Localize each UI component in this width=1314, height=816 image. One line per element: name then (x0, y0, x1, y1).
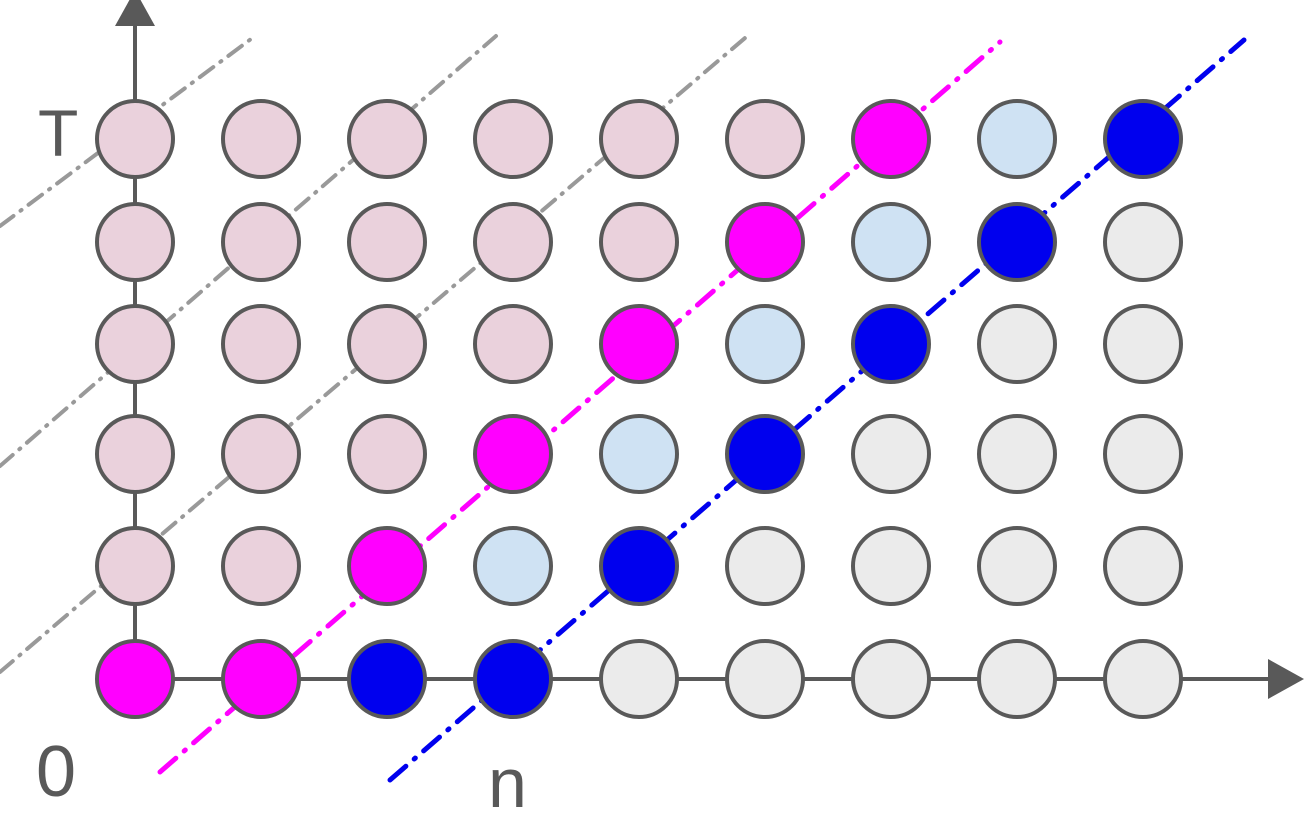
lattice-node-gray (599, 639, 679, 719)
lattice-node-magenta (473, 414, 553, 494)
lattice-node-lightblue (599, 414, 679, 494)
lattice-node-gray (977, 304, 1057, 384)
lattice-node-pink (599, 202, 679, 282)
lattice-node-blue (1103, 99, 1183, 179)
lattice-node-lightblue (473, 526, 553, 606)
lattice-node-gray (977, 414, 1057, 494)
lattice-node-blue (977, 202, 1057, 282)
lattice-node-pink (95, 526, 175, 606)
lattice-node-blue (599, 526, 679, 606)
lattice-node-pink (95, 304, 175, 384)
lattice-node-blue (851, 304, 931, 384)
lattice-node-magenta (347, 526, 427, 606)
lattice-node-pink (95, 202, 175, 282)
lattice-node-pink (221, 414, 301, 494)
lattice-node-pink (221, 202, 301, 282)
lattice-node-gray (1103, 202, 1183, 282)
lattice-node-magenta (851, 99, 931, 179)
lattice-node-gray (1103, 304, 1183, 384)
lattice-node-blue (347, 639, 427, 719)
lattice-node-gray (977, 526, 1057, 606)
lattice-node-pink (95, 99, 175, 179)
lattice-node-blue (473, 639, 553, 719)
lattice-node-magenta (95, 639, 175, 719)
lattice-node-lightblue (725, 304, 805, 384)
lattice-node-gray (1103, 414, 1183, 494)
lattice-node-pink (599, 99, 679, 179)
lattice-node-pink (221, 304, 301, 384)
lattice-node-pink (221, 99, 301, 179)
lattice-node-pink (473, 99, 553, 179)
lattice-node-pink (347, 202, 427, 282)
lattice-node-gray (725, 526, 805, 606)
lattice-node-gray (1103, 639, 1183, 719)
lattice-node-gray (851, 414, 931, 494)
origin-label: 0 (36, 732, 77, 812)
x-axis-label: n (488, 744, 527, 816)
lattice-nodes-group (95, 99, 1183, 719)
lattice-node-magenta (725, 202, 805, 282)
y-axis-label: T (38, 96, 79, 170)
lattice-node-gray (725, 639, 805, 719)
lattice-node-pink (725, 99, 805, 179)
lattice-node-lightblue (977, 99, 1057, 179)
magenta-diagonal (157, 39, 1003, 775)
lattice-node-pink (221, 526, 301, 606)
lattice-node-gray (977, 639, 1057, 719)
lattice-node-gray (851, 639, 931, 719)
lattice-node-magenta (221, 639, 301, 719)
lattice-node-lightblue (851, 202, 931, 282)
lattice-node-gray (1103, 526, 1183, 606)
lattice-node-pink (347, 99, 427, 179)
lattice-node-pink (347, 304, 427, 384)
lattice-node-gray (851, 526, 931, 606)
lattice-node-pink (473, 304, 553, 384)
lattice-node-pink (347, 414, 427, 494)
lattice-node-magenta (599, 304, 679, 384)
lattice-node-pink (473, 202, 553, 282)
lattice-node-pink (95, 414, 175, 494)
lattice-node-blue (725, 414, 805, 494)
